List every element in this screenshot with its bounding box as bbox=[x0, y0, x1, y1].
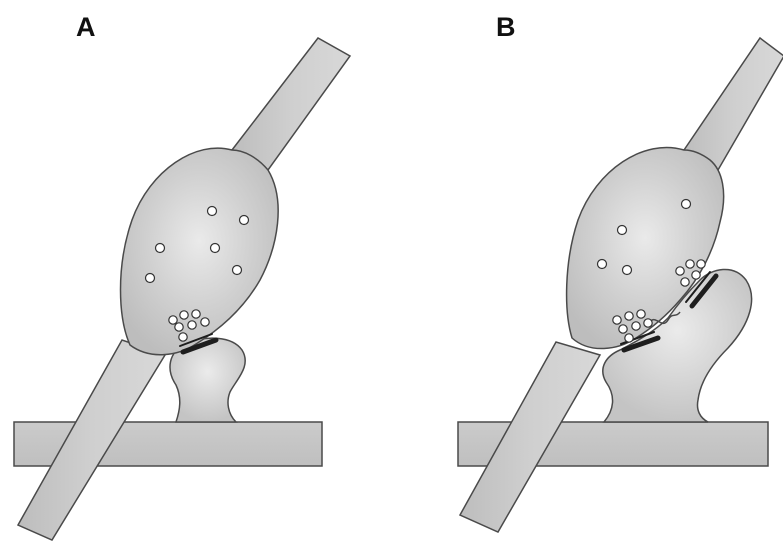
docked-vesicle bbox=[625, 334, 633, 342]
docked-vesicle bbox=[625, 312, 633, 320]
synaptic-vesicle bbox=[156, 244, 165, 253]
docked-vesicle bbox=[188, 321, 196, 329]
docked-vesicle bbox=[686, 260, 694, 268]
docked-vesicle bbox=[613, 316, 621, 324]
docked-vesicle bbox=[175, 323, 183, 331]
docked-vesicle bbox=[644, 319, 652, 327]
synaptic-vesicle bbox=[211, 244, 220, 253]
synaptic-vesicle bbox=[623, 266, 632, 275]
synaptic-vesicle bbox=[240, 216, 249, 225]
synaptic-vesicle bbox=[208, 207, 217, 216]
synaptic-vesicle bbox=[682, 200, 691, 209]
synaptic-vesicle bbox=[233, 266, 242, 275]
docked-vesicle bbox=[619, 325, 627, 333]
axon-shaft-upper bbox=[684, 38, 783, 170]
panel-label-a: A bbox=[76, 14, 96, 41]
synaptic-vesicle bbox=[618, 226, 627, 235]
presynaptic-bouton bbox=[121, 148, 279, 355]
docked-vesicle bbox=[697, 260, 705, 268]
synaptic-vesicle bbox=[146, 274, 155, 283]
docked-vesicle bbox=[169, 316, 177, 324]
docked-vesicle bbox=[637, 310, 645, 318]
synaptic-vesicle bbox=[598, 260, 607, 269]
panel-b bbox=[458, 38, 783, 532]
panel-a bbox=[14, 38, 350, 540]
panel-label-b: B bbox=[496, 14, 516, 41]
docked-vesicle bbox=[692, 271, 700, 279]
docked-vesicle bbox=[632, 322, 640, 330]
docked-vesicle bbox=[192, 310, 200, 318]
docked-vesicle bbox=[180, 311, 188, 319]
docked-vesicle bbox=[681, 278, 689, 286]
axon-shaft-upper bbox=[232, 38, 350, 170]
docked-vesicle bbox=[179, 333, 187, 341]
docked-vesicle bbox=[676, 267, 684, 275]
docked-vesicle bbox=[201, 318, 209, 326]
